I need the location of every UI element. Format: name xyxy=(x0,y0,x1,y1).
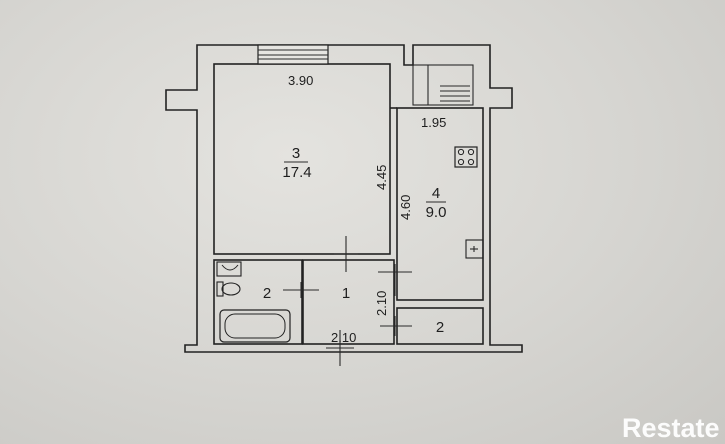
dim-living-width: 3.90 xyxy=(288,73,313,88)
room-living-number: 3 xyxy=(292,145,300,162)
kitchen-sink-icon xyxy=(465,239,484,259)
room-hall-number: 1 xyxy=(342,285,350,302)
outer-wall xyxy=(165,44,523,353)
room-closet-number: 2 xyxy=(436,319,444,336)
restate-logo: Restate xyxy=(622,413,720,443)
room-bath-number: 2 xyxy=(263,285,271,302)
dim-kitchen-width: 1.95 xyxy=(421,115,446,130)
stove-icon xyxy=(454,146,478,168)
toilet-icon xyxy=(216,281,241,297)
dim-hall-width: 2.10 xyxy=(331,330,356,345)
kitchen-walls xyxy=(396,107,484,301)
dim-hall-depth: 2.10 xyxy=(374,291,389,316)
dim-kitchen-depth: 4.60 xyxy=(398,195,413,220)
door-marks xyxy=(283,236,412,366)
bathroom-walls xyxy=(213,259,303,345)
bathtub-icon xyxy=(219,309,291,343)
window-kitchen xyxy=(412,64,474,106)
room-kitchen-area: 9.0 xyxy=(426,204,447,221)
bath-sink-icon xyxy=(216,261,242,277)
hall-walls xyxy=(302,259,395,345)
living-room-walls xyxy=(213,63,391,255)
dim-living-depth: 4.45 xyxy=(374,165,389,190)
room-kitchen-number: 4 xyxy=(432,185,440,202)
room-living-area: 17.4 xyxy=(282,164,311,181)
restate-logo-text: Restate xyxy=(622,413,720,443)
window-living xyxy=(257,44,329,65)
